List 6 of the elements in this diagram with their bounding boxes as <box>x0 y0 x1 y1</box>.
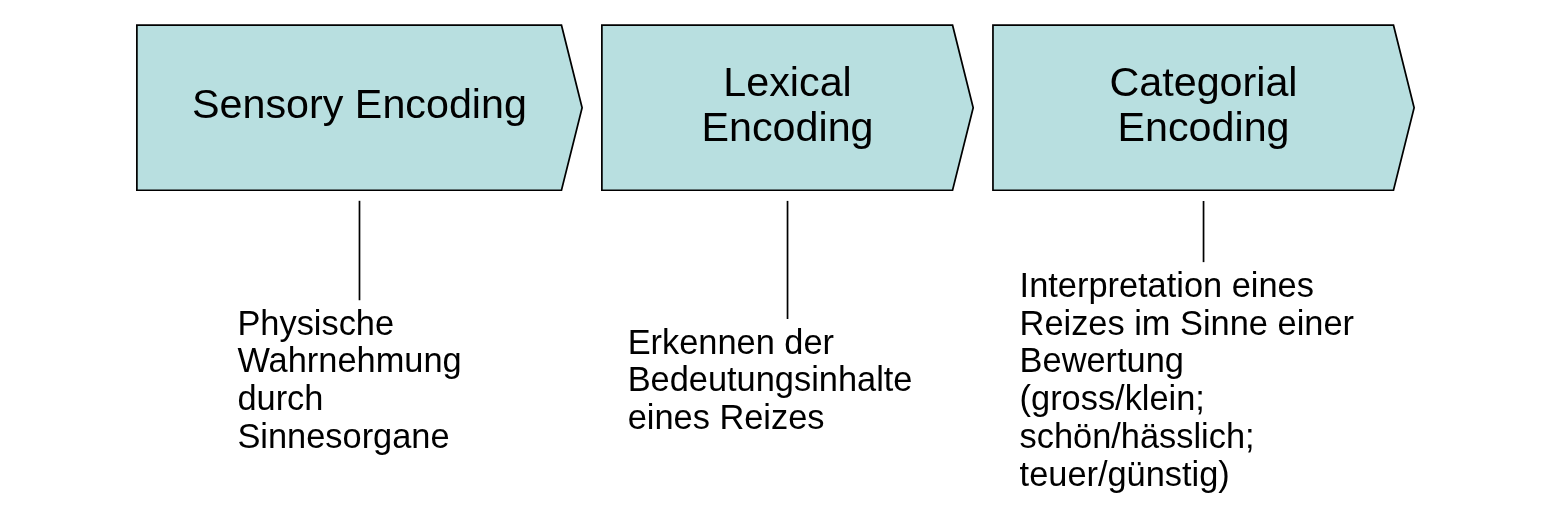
node-text: Physische Wahrnehmung durch Sinnesorgane <box>236 303 462 456</box>
node-text: Interpretation eines Reizes im Sinne einer Bewertung (gross/klein; schön/hässlich; teuer/günstig) <box>1019 265 1354 493</box>
connector <box>1202 200 1204 263</box>
node-text: Erkennen der Bedeutungsinhalte eines Reizes <box>627 322 912 437</box>
connector <box>358 199 360 302</box>
connector <box>786 200 788 320</box>
